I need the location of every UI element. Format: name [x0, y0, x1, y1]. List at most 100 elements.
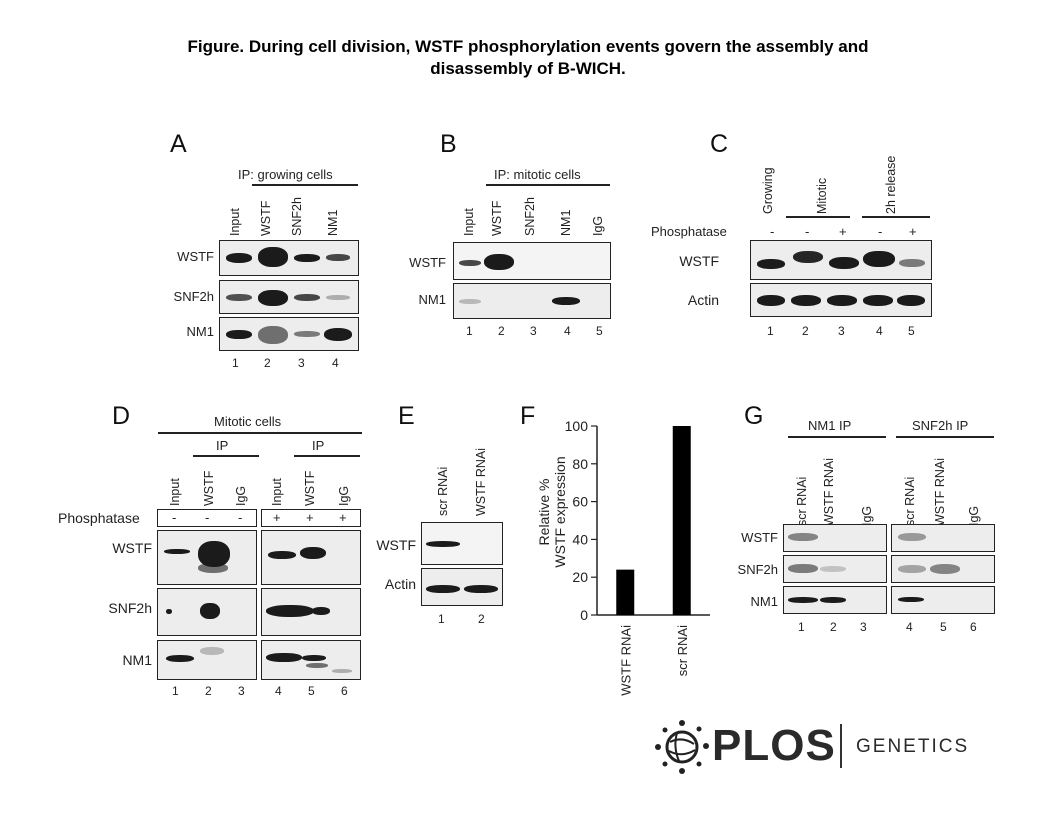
panel-d-num-6: 6	[341, 684, 348, 698]
panel-g-blot-wstf-right	[891, 524, 995, 552]
panel-c-num-2: 2	[802, 324, 809, 338]
panel-g-lane-5: WSTF RNAi	[933, 457, 947, 526]
panel-e-blot-wstf	[421, 522, 503, 565]
panel-a-header: IP: growing cells	[238, 167, 333, 182]
panel-g-num-3: 3	[860, 620, 867, 634]
panel-c-num-5: 5	[908, 324, 915, 338]
panel-e-label: E	[398, 402, 415, 430]
panel-d-label: D	[112, 402, 131, 430]
panel-d-num-3: 3	[238, 684, 245, 698]
panel-b-blot-wstf	[453, 242, 611, 280]
panel-d-blot-nm1-left	[157, 640, 257, 680]
panel-g-group-nm1-ip: NM1 IP	[808, 418, 852, 433]
y-tick-label-80: 80	[572, 456, 588, 472]
figure-title-line2: disassembly of B-WICH.	[430, 59, 626, 78]
panel-a-row-nm1: NM1	[186, 324, 214, 339]
panel-g-num-4: 4	[906, 620, 913, 634]
panel-d-num-5: 5	[308, 684, 315, 698]
panel-d-blot-nm1-right	[261, 640, 361, 680]
panel-d-sign-box-left	[157, 509, 257, 527]
panel-d-sign-1: -	[172, 510, 177, 525]
panel-b-num-3: 3	[530, 324, 537, 338]
panel-g-group-snf2h-ip: SNF2h IP	[912, 418, 969, 433]
panel-c-line-mitotic	[786, 216, 850, 218]
panel-d-row-wstf: WSTF	[112, 540, 152, 556]
panel-g-line-2	[896, 436, 994, 438]
panel-a-blot-nm1	[219, 317, 359, 351]
panel-a-num-3: 3	[298, 356, 305, 370]
panel-g-lane-3: IgG	[860, 505, 874, 526]
panel-b-row-nm1: NM1	[418, 292, 446, 307]
panel-g-row-wstf: WSTF	[741, 530, 778, 545]
panel-c-sign-5: +	[909, 224, 917, 239]
panel-c-line-release	[862, 216, 930, 218]
panel-b-header-line	[486, 184, 610, 186]
y-tick-label-0: 0	[580, 607, 588, 623]
panel-g-blot-snf2h-right	[891, 555, 995, 583]
panel-d-sign-4: +	[273, 510, 281, 525]
panel-f-label: F	[520, 402, 536, 430]
panel-g-blot-wstf-left	[783, 524, 887, 552]
panel-g-blot-nm1-right	[891, 586, 995, 614]
panel-c-row-wstf: WSTF	[679, 253, 719, 269]
panel-d-phosphatase-label: Phosphatase	[58, 510, 140, 526]
panel-c-sign-4: -	[878, 224, 883, 239]
panel-g-lane-2: WSTF RNAi	[822, 457, 836, 526]
panel-d-num-1: 1	[172, 684, 179, 698]
panel-d-blot-wstf-left	[157, 530, 257, 585]
panel-d-sign-3: -	[238, 510, 243, 525]
panel-b-num-2: 2	[498, 324, 505, 338]
panel-e-num-2: 2	[478, 612, 485, 626]
panel-b-header: IP: mitotic cells	[494, 167, 581, 182]
figure-title-line1: Figure. During cell division, WSTF phosp…	[187, 37, 869, 56]
panel-d-sign-2: -	[205, 510, 210, 525]
panel-d-header: Mitotic cells	[214, 414, 282, 429]
panel-g-line-1	[788, 436, 886, 438]
panel-d-num-4: 4	[275, 684, 282, 698]
panel-d-sign-5: +	[306, 510, 314, 525]
panel-a-row-snf2h: SNF2h	[173, 289, 214, 304]
panel-d-ip-1: IP	[216, 438, 229, 453]
panel-d-row-nm1: NM1	[122, 652, 152, 668]
panel-d-sign-6: +	[339, 510, 347, 525]
plos-logo-divider	[840, 724, 842, 768]
panel-g-blot-snf2h-left	[783, 555, 887, 583]
plos-globe-icon	[655, 720, 709, 774]
panel-b-row-wstf: WSTF	[409, 255, 446, 270]
panel-b-num-4: 4	[564, 324, 571, 338]
y-tick-label-60: 60	[572, 494, 588, 510]
panel-g-num-1: 1	[798, 620, 805, 634]
figure-title: Figure. During cell division, WSTF phosp…	[0, 36, 1056, 80]
panel-c-num-3: 3	[838, 324, 845, 338]
panel-c-num-1: 1	[767, 324, 774, 338]
panel-e-num-1: 1	[438, 612, 445, 626]
panel-d-ip-line-1	[193, 455, 259, 457]
panel-c-sign-1: -	[770, 224, 775, 239]
y-tick-label-20: 20	[572, 569, 588, 585]
panel-b-num-1: 1	[466, 324, 473, 338]
panel-a-label: A	[170, 130, 187, 158]
y-axis-label-line2: WSTF expression	[552, 456, 568, 567]
panel-d-blot-wstf-right	[261, 530, 361, 585]
panel-a-num-1: 1	[232, 356, 239, 370]
y-axis-label-line1: Relative %	[536, 479, 552, 546]
panel-a-num-4: 4	[332, 356, 339, 370]
panel-c-sign-3: +	[839, 224, 847, 239]
panel-d-blot-snf2h-right	[261, 588, 361, 636]
panel-e-blot-actin	[421, 568, 503, 606]
panel-g-num-2: 2	[830, 620, 837, 634]
panel-d-sign-box-right	[261, 509, 361, 527]
panel-d-header-line	[158, 432, 362, 434]
y-tick-label-100: 100	[565, 418, 589, 434]
panel-c-num-4: 4	[876, 324, 883, 338]
panel-c-blot-wstf	[750, 240, 932, 280]
panel-g-num-6: 6	[970, 620, 977, 634]
panel-a-header-line	[252, 184, 358, 186]
panel-d-row-snf2h: SNF2h	[108, 600, 152, 616]
panel-d-blot-snf2h-left	[157, 588, 257, 636]
panel-g-lane-1: scr RNAi	[795, 476, 809, 526]
bar-0	[616, 569, 635, 615]
x-tick-label-0: WSTF RNAi	[618, 625, 633, 696]
panel-c-row-actin: Actin	[687, 292, 719, 308]
